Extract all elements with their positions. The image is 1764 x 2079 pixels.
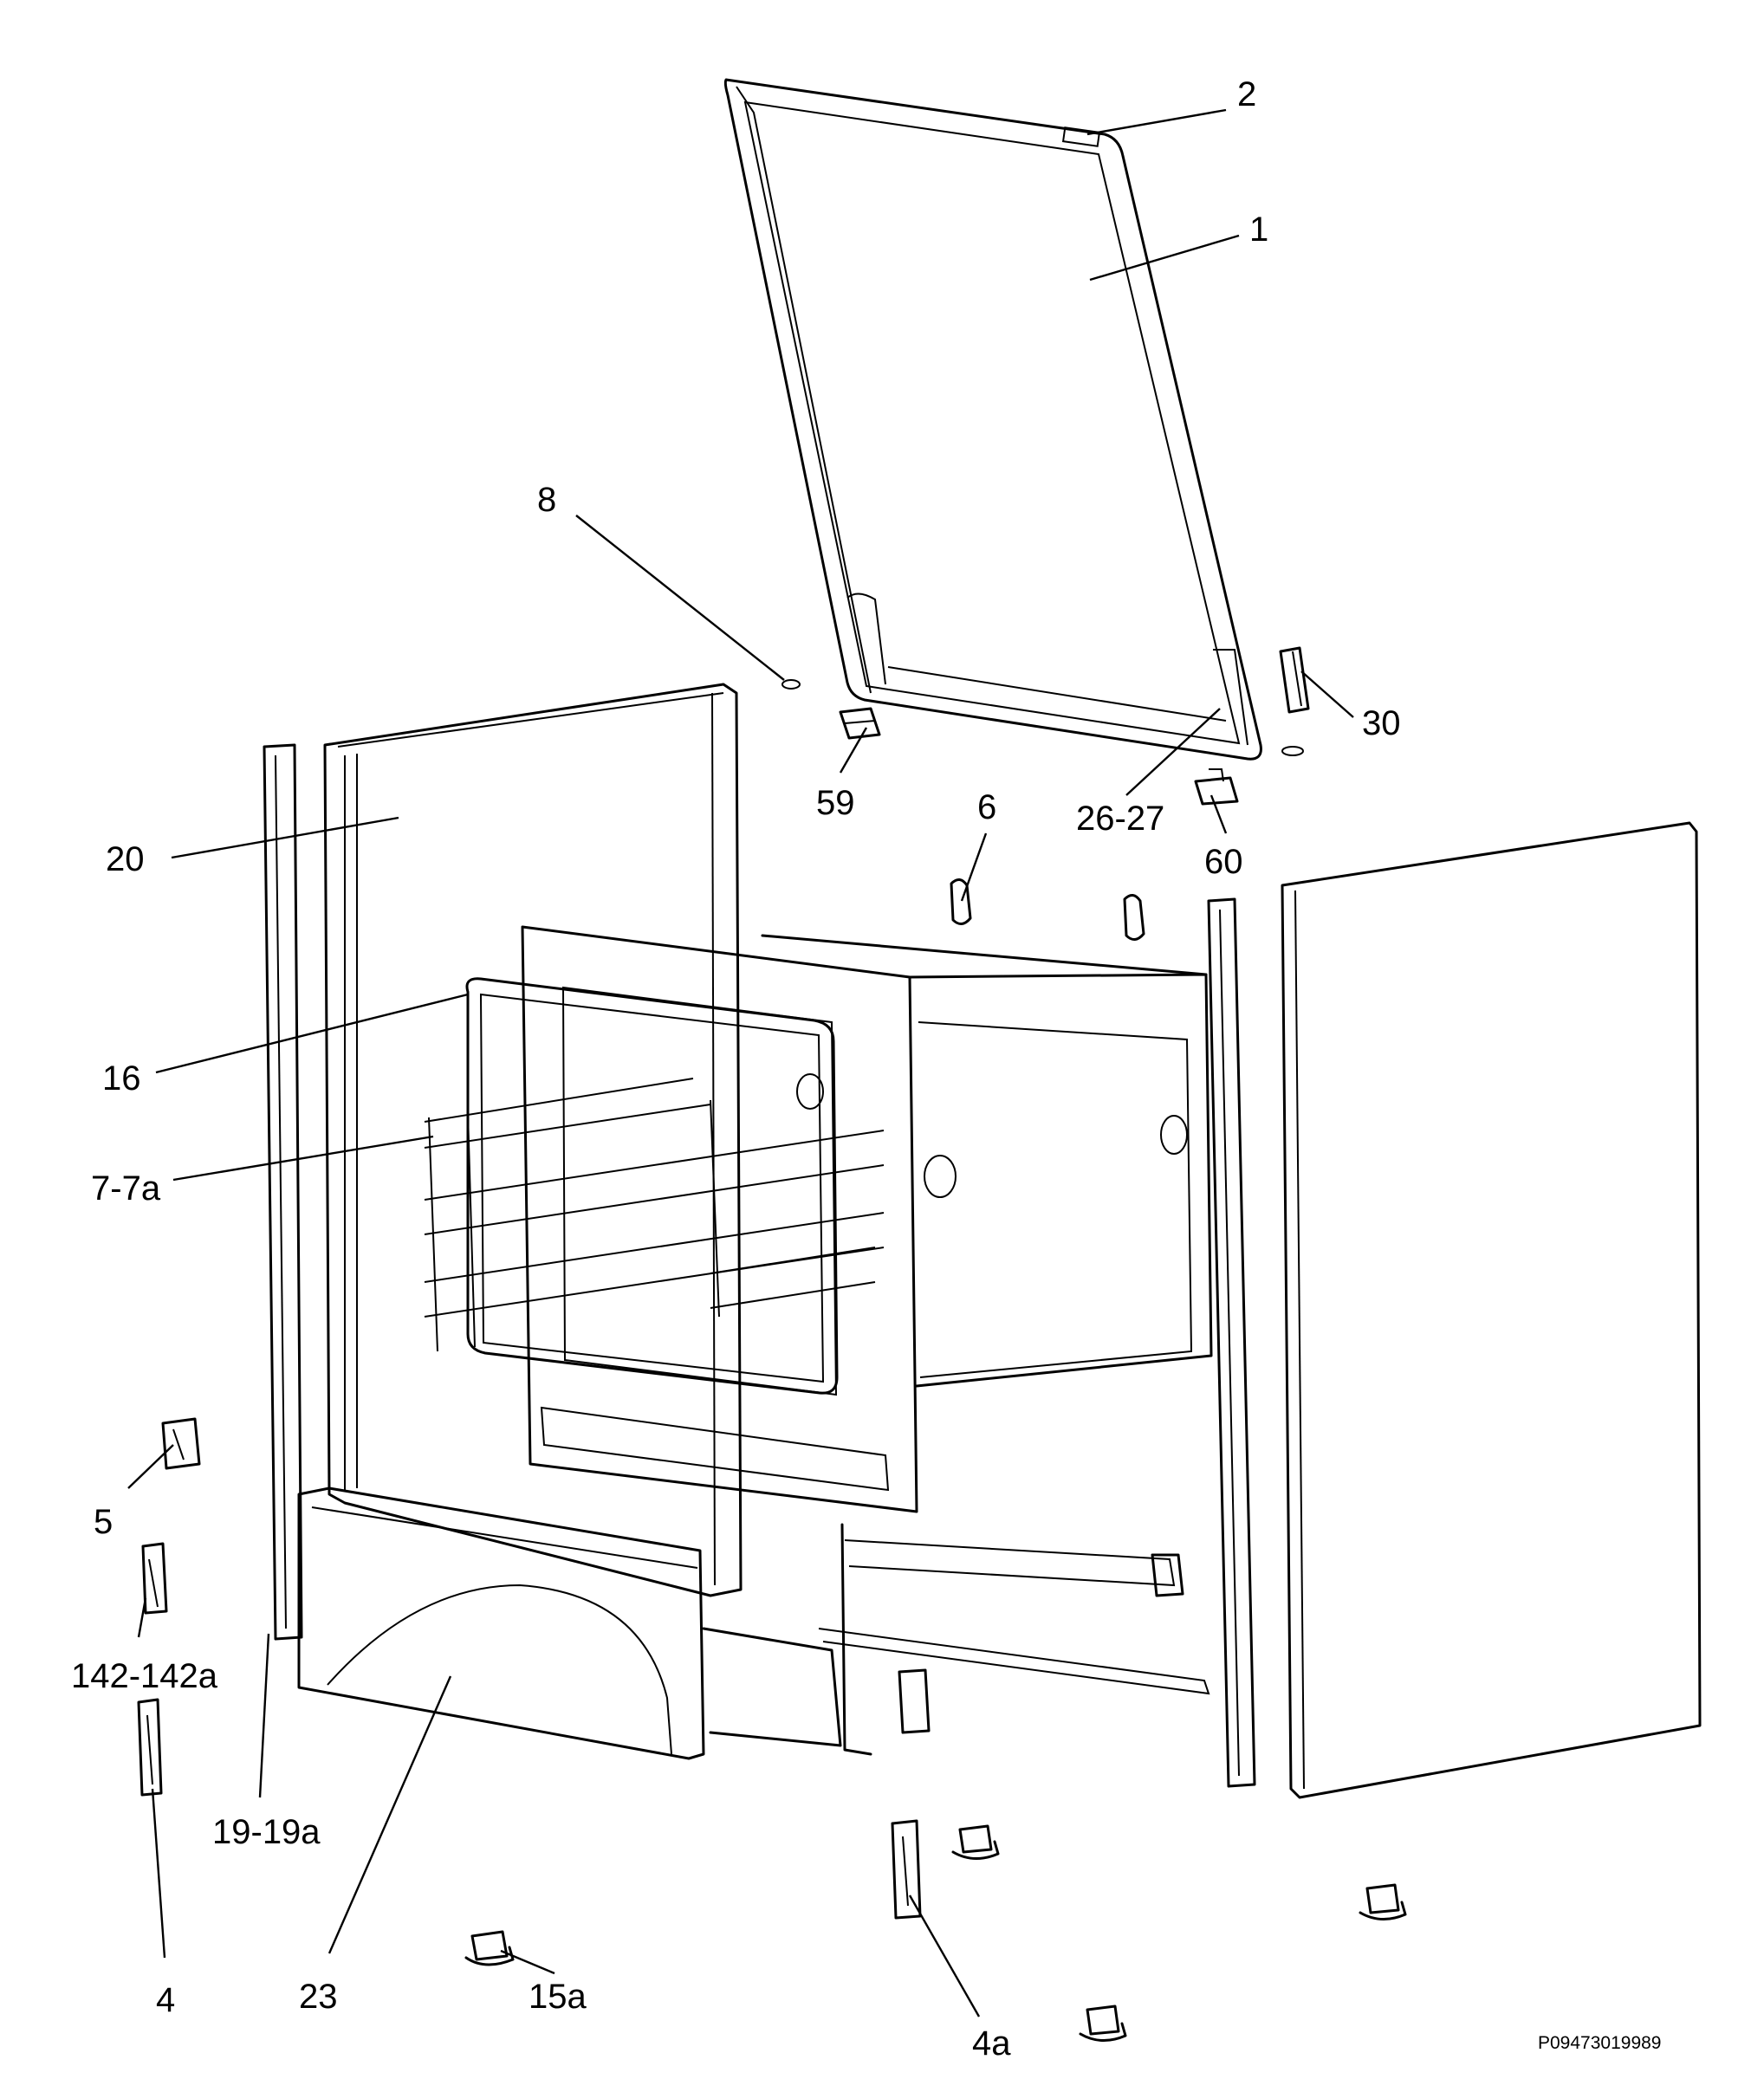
- callout-5: 5: [94, 1503, 113, 1541]
- bracket-30: [1279, 646, 1310, 756]
- seal-16: [465, 977, 839, 1395]
- callout-23: 23: [299, 1978, 338, 2016]
- callout-6: 6: [977, 788, 996, 826]
- callout-1: 1: [1249, 210, 1268, 249]
- bottom-rails: [818, 1523, 1210, 1756]
- hinge-60: [1194, 768, 1239, 806]
- callout-7-7a: 7-7a: [91, 1169, 161, 1208]
- shelf-7-7a: [424, 1078, 885, 1352]
- side-panel-20: [323, 683, 743, 1597]
- callout-4a: 4a: [972, 2024, 1011, 2063]
- callout-8: 8: [537, 481, 556, 519]
- callout-26-27: 26-27: [1076, 800, 1164, 838]
- hinge-4: [137, 1698, 163, 1797]
- hinge-59: [839, 707, 881, 740]
- hinge-4a: [891, 1819, 922, 1920]
- pin-8: [781, 679, 801, 690]
- callout-60: 60: [1204, 843, 1243, 881]
- latch-142-142a: [141, 1542, 168, 1615]
- leader-lines: [127, 108, 1354, 2017]
- rail-19-19a: [263, 743, 303, 1641]
- callout-4: 4: [156, 1981, 175, 2019]
- lid-frame: [723, 78, 1262, 761]
- callout-59: 59: [816, 784, 855, 822]
- callout-142-142a: 142-142a: [71, 1657, 218, 1695]
- callout-labels: 2 1 8 30 59 6 26-27 60 20 16 7-7a 5 142-…: [71, 75, 1661, 2063]
- oven-cavity: [521, 925, 1213, 1513]
- callout-15a: 15a: [529, 1978, 587, 2016]
- bracket-5: [161, 1417, 201, 1470]
- rail-right: [1207, 897, 1256, 1788]
- callout-19-19a: 19-19a: [212, 1813, 321, 1851]
- side-panel-right: [1281, 821, 1702, 1799]
- callout-2: 2: [1237, 75, 1256, 113]
- callout-30: 30: [1362, 704, 1401, 742]
- callout-20: 20: [106, 840, 145, 878]
- clips-6: [950, 878, 1145, 941]
- panel-23: [297, 1486, 842, 1760]
- callout-16: 16: [102, 1059, 141, 1098]
- diagram-code: P09473019989: [1538, 2033, 1661, 2053]
- feet-15a: [464, 1824, 1407, 2042]
